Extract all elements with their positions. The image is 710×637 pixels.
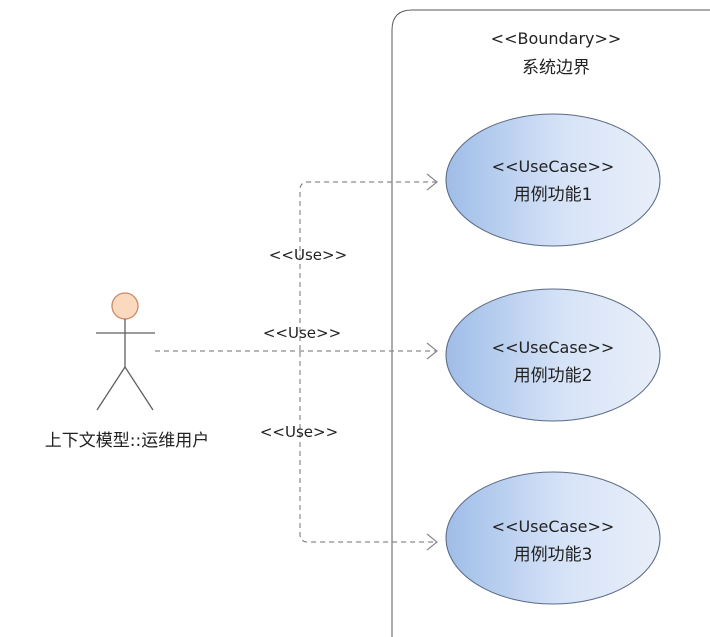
use-relation-line-3[interactable] — [299, 352, 436, 543]
boundary-name: 系统边界 — [522, 58, 590, 78]
use-case-ellipse — [445, 471, 661, 605]
arrowhead-1 — [426, 173, 438, 191]
use-case-name: 用例功能1 — [514, 185, 593, 205]
use-case-2[interactable]: <<UseCase>> 用例功能2 — [445, 288, 661, 422]
use-case-3[interactable]: <<UseCase>> 用例功能3 — [445, 471, 661, 605]
use-relations — [155, 181, 436, 543]
boundary-stereotype: <<Boundary>> — [491, 29, 622, 48]
actor-name: 上下文模型::运维用户 — [45, 431, 209, 451]
arrowhead-3 — [426, 533, 438, 551]
arrowhead-2 — [426, 342, 438, 360]
use-case-name: 用例功能3 — [514, 545, 593, 565]
arrowheads — [426, 173, 438, 551]
actor[interactable]: 上下文模型::运维用户 — [45, 292, 209, 451]
use-case-stereotype: <<UseCase>> — [492, 157, 615, 176]
use-relation-label-2: <<Use>> — [263, 324, 341, 342]
use-relation-label-1: <<Use>> — [269, 246, 347, 264]
use-relation-line-1[interactable] — [299, 181, 436, 350]
actor-stick-figure-icon — [96, 292, 155, 411]
use-case-name: 用例功能2 — [514, 366, 593, 386]
actor-head — [111, 292, 139, 320]
use-case-ellipse — [445, 113, 661, 247]
use-case-stereotype: <<UseCase>> — [492, 338, 615, 357]
use-case-1[interactable]: <<UseCase>> 用例功能1 — [445, 113, 661, 247]
use-case-ellipse — [445, 288, 661, 422]
use-case-stereotype: <<UseCase>> — [492, 517, 615, 536]
use-relation-label-3: <<Use>> — [260, 423, 338, 441]
